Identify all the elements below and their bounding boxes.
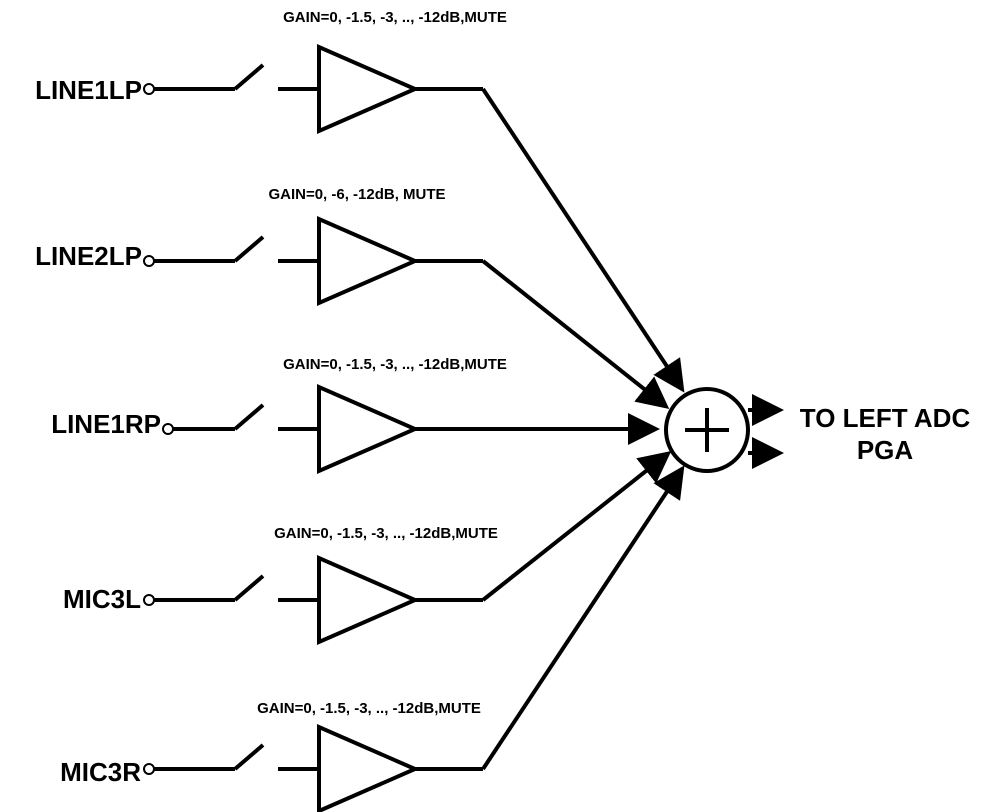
input-label-line1lp: LINE1LP: [35, 75, 142, 105]
gain-label-line1rp: GAIN=0, -1.5, -3, .., -12dB,MUTE: [283, 356, 507, 373]
input-terminal-mic3l: [143, 594, 155, 606]
mix-wire-mic3l: [481, 451, 672, 602]
switch-line1lp: [233, 63, 265, 91]
input-terminal-mic3r: [143, 763, 155, 775]
gain-label-mic3r: GAIN=0, -1.5, -3, .., -12dB,MUTE: [257, 700, 481, 717]
amplifier-triangle-mic3r: [317, 723, 420, 812]
input-label-line1rp: LINE1RP: [51, 409, 161, 439]
mix-wire-mic3r: [481, 465, 685, 771]
input-terminal-line1lp: [143, 83, 155, 95]
channel-line1lp: GAIN=0, -1.5, -3, .., -12dB,MUTE LINE1LP: [35, 9, 685, 393]
amplifier-triangle-line1rp: [317, 383, 420, 475]
gain-label-mic3l: GAIN=0, -1.5, -3, .., -12dB,MUTE: [274, 525, 498, 542]
output-label-line2: PGA: [857, 435, 914, 465]
summing-junction: [664, 387, 750, 473]
channel-mic3l: GAIN=0, -1.5, -3, .., -12dB,MUTE MIC3L: [63, 451, 672, 646]
mix-wire-line1lp: [481, 87, 685, 393]
amplifier-triangle-mic3l: [317, 554, 420, 646]
gain-label-line1lp: GAIN=0, -1.5, -3, .., -12dB,MUTE: [283, 9, 507, 26]
gain-label-line2lp: GAIN=0, -6, -12dB, MUTE: [268, 186, 445, 203]
switch-mic3r: [233, 743, 265, 771]
amplifier-triangle-line1lp: [317, 43, 420, 135]
input-label-line2lp: LINE2LP: [35, 241, 142, 271]
output-label-line1: TO LEFT ADC: [800, 403, 971, 433]
switch-line2lp: [233, 235, 265, 263]
channel-line1rp: GAIN=0, -1.5, -3, .., -12dB,MUTE LINE1RP: [51, 356, 660, 475]
switch-line1rp: [233, 403, 265, 431]
input-label-mic3r: MIC3R: [60, 757, 141, 787]
channel-mic3r: GAIN=0, -1.5, -3, .., -12dB,MUTE MIC3R: [60, 465, 685, 812]
input-terminal-line1rp: [162, 423, 174, 435]
input-terminal-line2lp: [143, 255, 155, 267]
mix-wire-line2lp: [481, 259, 670, 409]
channel-line2lp: GAIN=0, -6, -12dB, MUTE LINE2LP: [35, 186, 670, 409]
input-label-mic3l: MIC3L: [63, 584, 141, 614]
amplifier-triangle-line2lp: [317, 215, 420, 307]
switch-mic3l: [233, 574, 265, 602]
